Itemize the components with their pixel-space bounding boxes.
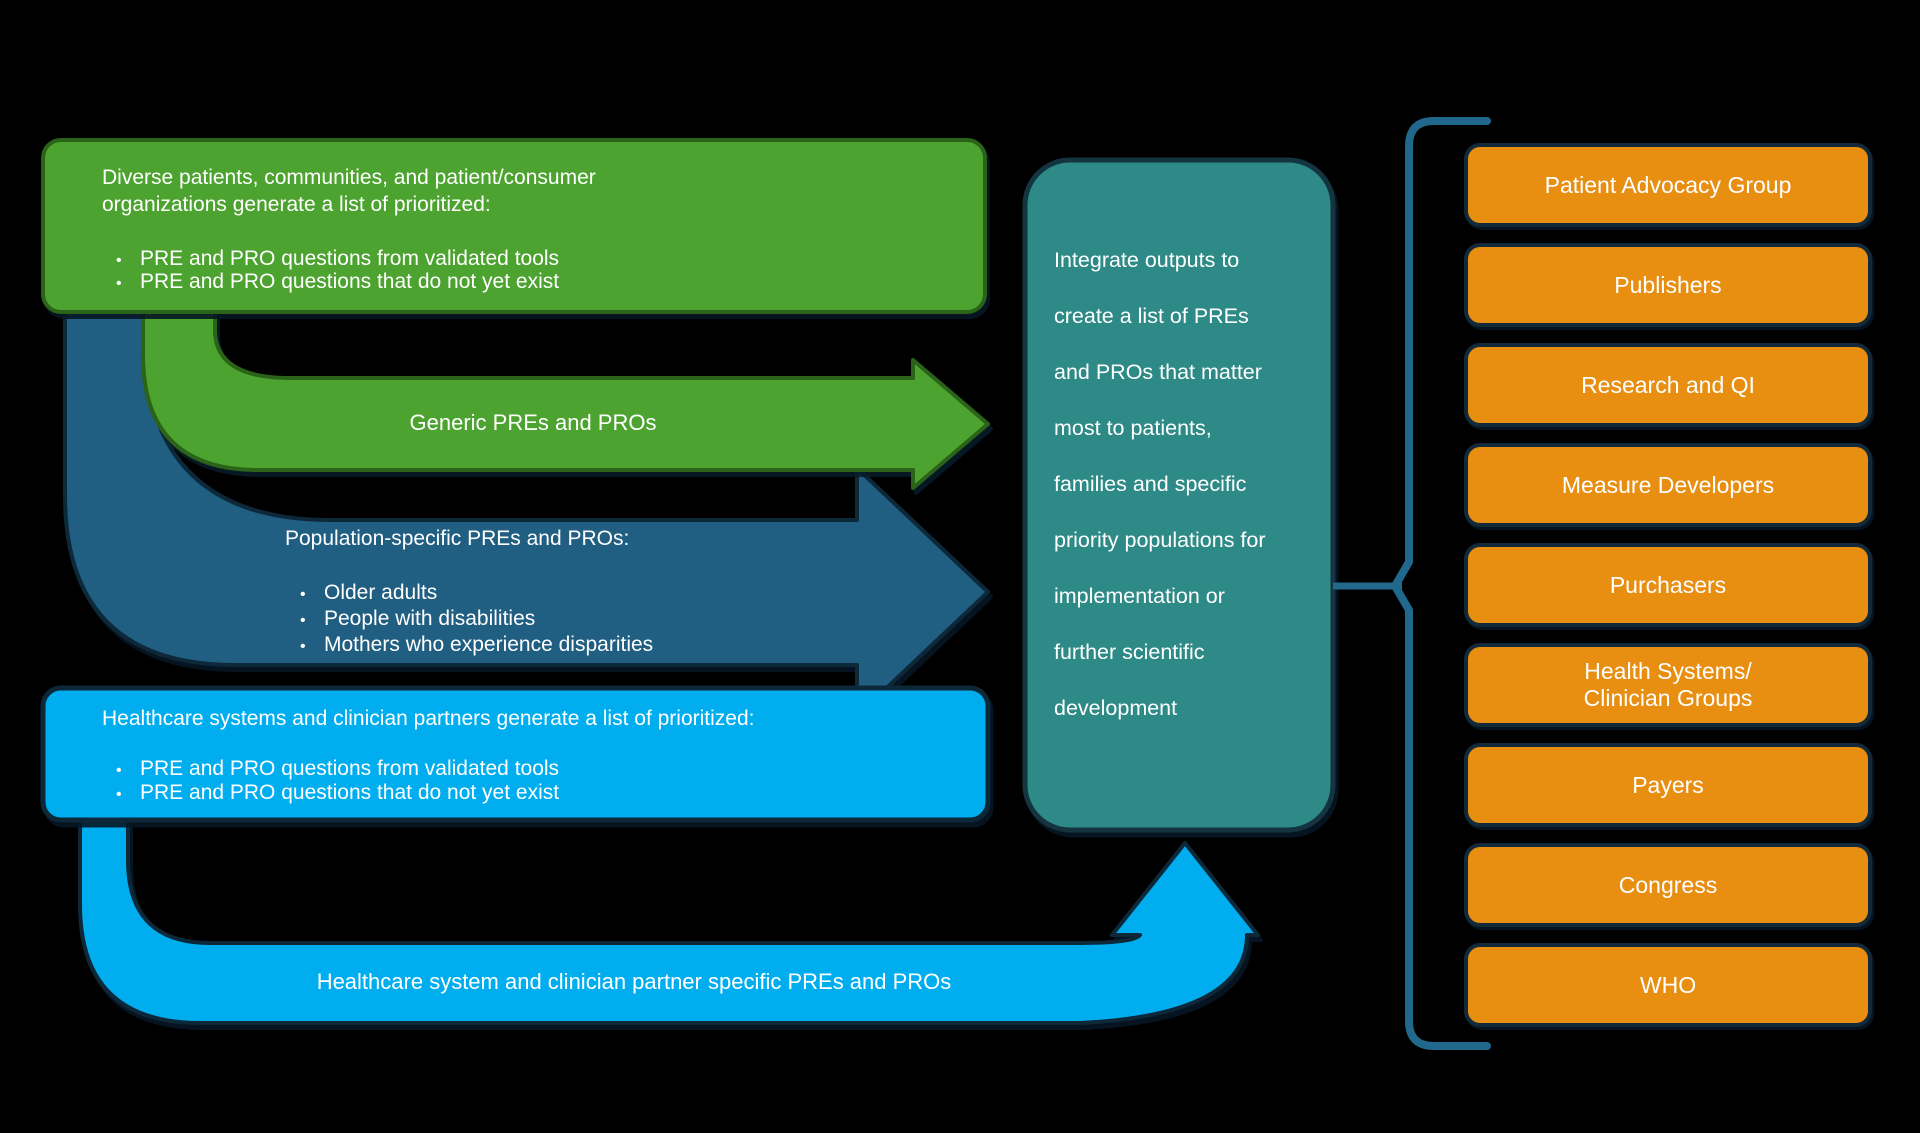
stakeholder-box-congress: Congress — [1464, 843, 1872, 927]
stakeholder-box-health-systems: Health Systems/ Clinician Groups — [1464, 643, 1872, 727]
list-item: • PRE and PRO questions from validated t… — [116, 247, 936, 270]
stakeholder-box-publishers: Publishers — [1464, 243, 1872, 327]
list-item: • People with disabilities — [300, 607, 900, 633]
list-item: • Older adults — [300, 581, 900, 607]
generic-arrow-shape — [141, 298, 990, 490]
population-arrow-bullets: • Older adults • People with disabilitie… — [300, 581, 900, 659]
healthcare-box-bullets: • PRE and PRO questions from validated t… — [116, 757, 936, 805]
population-arrow-heading: Population-specific PREs and PROs: — [285, 527, 630, 550]
bullet-glyph: • — [116, 762, 122, 779]
stakeholder-box-who: WHO — [1464, 943, 1872, 1027]
bullet-glyph: • — [300, 586, 306, 603]
population-bullet-2: People with disabilities — [324, 607, 536, 630]
generic-arrow-label: Generic PREs and PROs — [409, 410, 657, 435]
population-bullet-3: Mothers who experience disparities — [324, 633, 654, 656]
healthcare-box-shape — [40, 685, 991, 823]
patient-box-heading: Diverse patients, communities, and patie… — [102, 166, 596, 216]
patient-box-bullets: • PRE and PRO questions from validated t… — [116, 247, 936, 293]
stakeholder-box-purchasers: Purchasers — [1464, 543, 1872, 627]
bullet-glyph: • — [116, 252, 122, 269]
bullet-glyph: • — [300, 612, 306, 629]
stakeholder-box-research-and-qi: Research and QI — [1464, 343, 1872, 427]
list-item: • PRE and PRO questions that do not yet … — [116, 781, 936, 805]
healthcare-arrow-shape — [78, 808, 1260, 1025]
bullet-glyph: • — [116, 275, 122, 292]
patient-bullet-2: PRE and PRO questions that do not yet ex… — [140, 270, 560, 293]
integrate-box-shape — [1022, 157, 1336, 833]
integrate-box-text: Integrate outputs to create a list of PR… — [1054, 248, 1266, 720]
bullet-glyph: • — [116, 786, 122, 803]
healthcare-bullet-1: PRE and PRO questions from validated too… — [140, 757, 560, 780]
stakeholder-box-measure-developers: Measure Developers — [1464, 443, 1872, 527]
healthcare-bullet-2: PRE and PRO questions that do not yet ex… — [140, 781, 560, 804]
bullet-glyph: • — [300, 638, 306, 655]
population-bullet-1: Older adults — [324, 581, 438, 604]
healthcare-arrow-label: Healthcare system and clinician partner … — [316, 969, 952, 994]
patient-box-shape — [41, 138, 987, 314]
stakeholder-box-payers: Payers — [1464, 743, 1872, 827]
list-item: • PRE and PRO questions from validated t… — [116, 757, 936, 781]
list-item: • Mothers who experience disparities — [300, 633, 900, 659]
patient-bullet-1: PRE and PRO questions from validated too… — [140, 247, 560, 270]
healthcare-box-heading: Healthcare systems and clinician partner… — [102, 707, 755, 730]
stakeholder-box-patient-advocacy-group: Patient Advocacy Group — [1464, 143, 1872, 227]
list-item: • PRE and PRO questions that do not yet … — [116, 270, 936, 293]
stakeholder-brace — [1391, 117, 1491, 1050]
